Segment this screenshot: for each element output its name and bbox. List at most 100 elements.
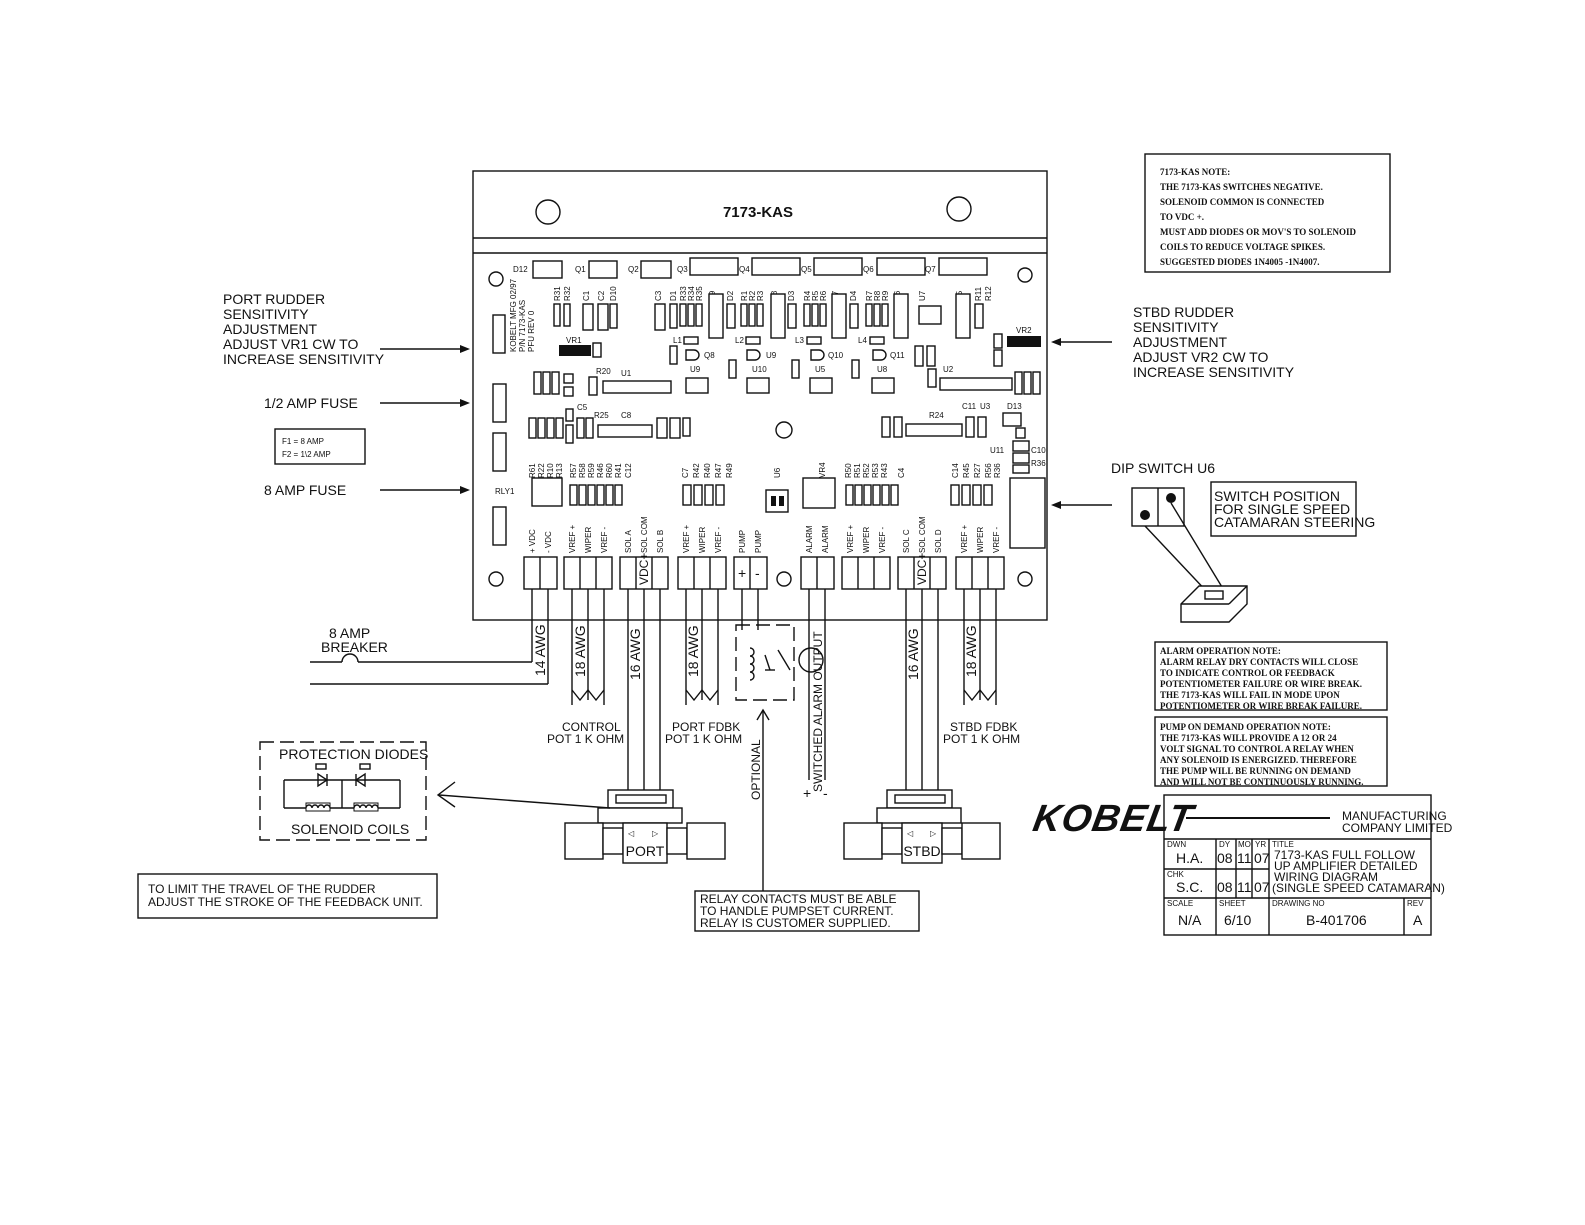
callout-text: 8 AMP FUSE <box>264 482 346 498</box>
relay <box>1009 477 1046 549</box>
fuse-f2 <box>492 383 507 423</box>
mounting-hole <box>535 199 561 225</box>
designator: C11 <box>962 402 977 411</box>
note-line: PUMP ON DEMAND OPERATION NOTE: <box>1160 722 1331 732</box>
drawing-title: UP AMPLIFIER DETAILED <box>1274 859 1418 873</box>
note-text: TO LIMIT THE TRAVEL OF THE RUDDER <box>148 882 376 896</box>
designator: C14 <box>951 463 960 478</box>
vr3-potentiometer <box>531 477 563 507</box>
designator: R60 <box>605 463 614 478</box>
kas-note: 7173-KAS NOTE:THE 7173-KAS SWITCHES NEGA… <box>1144 153 1391 273</box>
callout-text: SWITCH POSITION <box>1214 488 1340 504</box>
port-valve: ◁▷ PORT <box>564 789 726 864</box>
designator: Q3 <box>677 265 688 274</box>
designator: Q11 <box>890 351 905 360</box>
designator: R35 <box>695 286 704 301</box>
designator: RLY1 <box>495 487 515 496</box>
switch-position-box <box>1210 481 1357 537</box>
board-marking: KOBELT MFG 02/97 <box>509 278 518 352</box>
field-label: YR <box>1255 840 1266 849</box>
terminal-label: SOL A <box>624 530 633 553</box>
designator: R3 <box>756 290 765 301</box>
designator: C8 <box>621 411 632 420</box>
svg-text:◁: ◁ <box>907 829 914 838</box>
valve-label: PORT <box>626 843 665 859</box>
note-line: POTENTIOMETER FAILURE OR WIRE BREAK. <box>1160 679 1362 689</box>
callout-text: ADJUSTMENT <box>1133 334 1228 350</box>
designator: L3 <box>795 336 804 345</box>
relay-contacts-note: RELAY CONTACTS MUST BE ABLE TO HANDLE PU… <box>694 890 920 932</box>
field-label: SHEET <box>1219 899 1246 908</box>
designator: U8 <box>877 365 888 374</box>
company-name: MANUFACTURING <box>1342 809 1447 823</box>
designator: R57 <box>569 463 578 478</box>
terminal-label: VREF + <box>568 524 577 553</box>
designator: VR4 <box>818 462 827 478</box>
port-rudder-callout: PORT RUDDER SENSITIVITY ADJUSTMENT ADJUS… <box>223 291 470 367</box>
note-text: TO HANDLE PUMPSET CURRENT. <box>700 904 894 918</box>
vr2-potentiometer <box>1007 336 1041 347</box>
designator: R42 <box>692 463 701 478</box>
wire-gauge: 18 AWG <box>572 625 588 677</box>
designator: L1 <box>673 336 682 345</box>
designator: C1 <box>582 290 591 301</box>
terminal-label: VREF - <box>714 526 723 553</box>
designator: R1 <box>740 290 749 301</box>
field-label: DRAWING NO <box>1272 899 1325 908</box>
designator: R7 <box>865 290 874 301</box>
breaker-label: BREAKER <box>321 639 388 655</box>
designator: Q1 <box>575 265 586 274</box>
designator: R59 <box>587 463 596 478</box>
date-year: 07 <box>1254 850 1270 866</box>
designator: D3 <box>787 290 796 301</box>
designator: R61 <box>528 463 537 478</box>
terminal-label: VREF - <box>878 526 887 553</box>
terminal-label: SOL D <box>934 529 943 553</box>
dip-switch-callout: DIP SWITCH U6 SWITCH POSITION FOR SINGLE… <box>1051 460 1375 623</box>
callout-text: ADJUSTMENT <box>223 321 318 337</box>
drawing-title: 7173-KAS FULL FOLLOW <box>1274 848 1416 862</box>
callout-text: INCREASE SENSITIVITY <box>223 351 385 367</box>
svg-text:▷: ▷ <box>652 829 659 838</box>
designator: D10 <box>609 286 618 301</box>
note-line: THE PUMP WILL BE RUNNING ON DEMAND <box>1160 766 1351 776</box>
designator: R46 <box>596 463 605 478</box>
note-line: ALARM RELAY DRY CONTACTS WILL CLOSE <box>1160 657 1358 667</box>
field-label: REV <box>1407 899 1424 908</box>
designator: R9 <box>881 290 890 301</box>
terminal-label: WIPER <box>862 527 871 553</box>
terminal-label: SOL COM <box>640 516 649 553</box>
designator: Q4 <box>739 265 750 274</box>
designator: R6 <box>819 290 828 301</box>
designator: R11 <box>974 286 983 301</box>
designator: R34 <box>687 286 696 301</box>
stbd-rudder-callout: STBD RUDDER SENSITIVITY ADJUSTMENT ADJUS… <box>1051 304 1295 380</box>
designator: U1 <box>621 369 632 378</box>
designator: R41 <box>614 463 623 478</box>
designator: C3 <box>654 290 663 301</box>
designator: R22 <box>537 463 546 478</box>
fuse-table <box>274 428 366 465</box>
note-line: MUST ADD DIODES OR MOV'S TO SOLENOID <box>1160 227 1357 237</box>
company-logo: KOBELT <box>1030 797 1199 840</box>
designator: D13 <box>1007 402 1022 411</box>
fuse-table-row: F1 = 8 AMP <box>282 437 324 446</box>
title-block: KOBELT MANUFACTURING COMPANY LIMITED DWN… <box>1030 794 1453 936</box>
designator: C12 <box>624 463 633 478</box>
designator: R5 <box>811 290 820 301</box>
callout-text: INCREASE SENSITIVITY <box>1133 364 1295 380</box>
designator: VR2 <box>1016 326 1032 335</box>
board-part-number: 7173-KAS <box>723 204 793 221</box>
note-text: RELAY IS CUSTOMER SUPPLIED. <box>700 916 891 930</box>
designator: U3 <box>980 402 991 411</box>
designator: U11 <box>990 446 1005 455</box>
pot-label: CONTROL <box>562 720 621 734</box>
drawing-title: (SINGLE SPEED CATAMARAN) <box>1272 881 1445 895</box>
protection-title: PROTECTION DIODES <box>279 746 428 762</box>
designator: U5 <box>815 365 826 374</box>
note-line: VOLT SIGNAL TO CONTROL A RELAY WHEN <box>1160 744 1354 754</box>
wire-gauge: 18 AWG <box>963 625 979 677</box>
designator: U2 <box>943 365 954 374</box>
fuse-f2-holder <box>492 432 507 472</box>
note-line: TO INDICATE CONTROL OR FEEDBACK <box>1160 668 1335 678</box>
